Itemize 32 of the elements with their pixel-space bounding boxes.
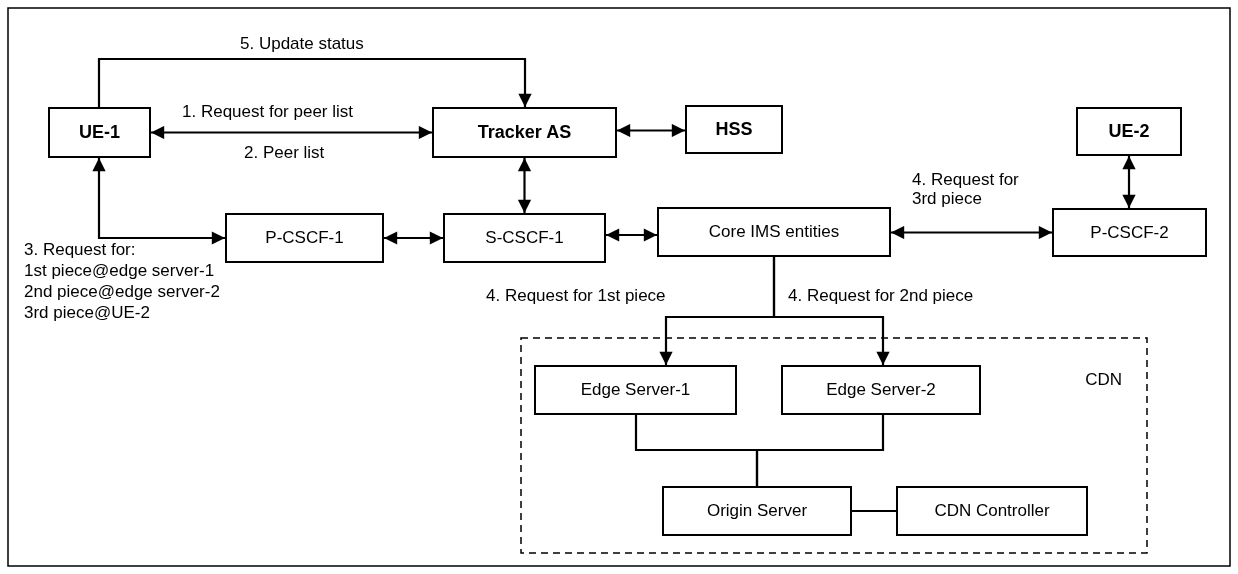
- edge-label: 1. Request for peer list: [180, 102, 356, 121]
- edge-label: 4. Request for 1st piece: [484, 286, 668, 305]
- process-box: Origin Server: [662, 486, 852, 536]
- process-box: Edge Server-1: [534, 365, 737, 415]
- note-text: 1st piece@edge server-1: [22, 261, 217, 280]
- arrow: [1122, 156, 1136, 208]
- process-box: P-CSCF-1: [225, 213, 384, 263]
- process-box: Tracker AS: [432, 107, 617, 158]
- edge-label: 4. Request for 2nd piece: [786, 286, 976, 305]
- process-box: Edge Server-2: [781, 365, 981, 415]
- note-text: 3rd piece@UE-2: [22, 303, 152, 322]
- process-box: S-CSCF-1: [443, 213, 606, 263]
- arrow: [517, 158, 532, 213]
- process-box: Core IMS entities: [657, 207, 891, 257]
- process-box: UE-2: [1076, 107, 1182, 156]
- arrow: [772, 257, 890, 365]
- connector-line: [755, 415, 885, 486]
- process-box: P-CSCF-2: [1052, 208, 1207, 257]
- arrow: [92, 158, 225, 245]
- arrow: [97, 57, 532, 107]
- arrow: [606, 228, 657, 242]
- arrow: [617, 123, 685, 138]
- note-text: 2nd piece@edge server-2: [22, 282, 222, 301]
- arrow: [151, 125, 432, 140]
- process-box: HSS: [685, 105, 783, 154]
- connector-line: [852, 509, 896, 513]
- process-box: UE-1: [48, 107, 151, 158]
- arrow: [891, 225, 1052, 240]
- process-box: CDN Controller: [896, 486, 1088, 536]
- region-title: CDN: [1085, 370, 1122, 390]
- edge-label: 5. Update status: [238, 34, 366, 53]
- arrow: [384, 231, 443, 245]
